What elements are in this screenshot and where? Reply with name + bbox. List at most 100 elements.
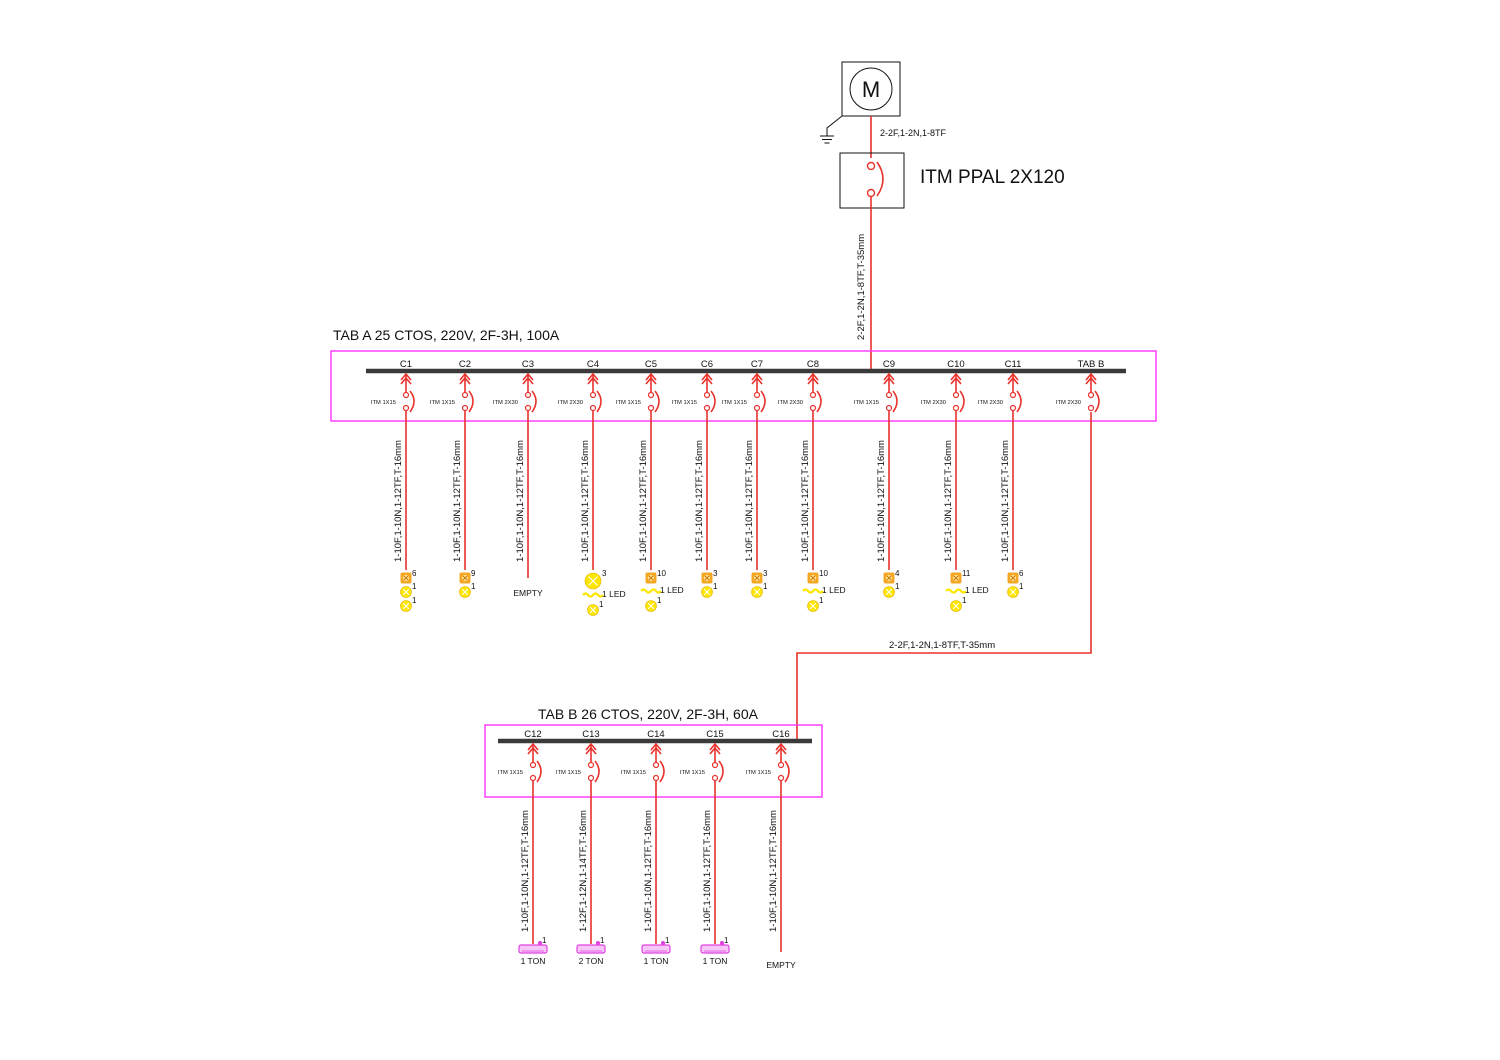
breaker-rating: ITM 1X15 xyxy=(680,770,705,776)
load-quantity: 1 LED xyxy=(822,585,846,595)
breaker-contact-top xyxy=(524,391,532,399)
main-breaker-contact-top xyxy=(866,161,876,171)
load-quantity: 1 xyxy=(600,936,605,945)
load-quantity: 1 xyxy=(819,596,824,605)
main-breaker-contact-bottom xyxy=(866,188,876,198)
breaker-arc xyxy=(468,390,474,413)
breaker-rating: ITM 1X15 xyxy=(430,400,455,406)
circuit-id: C10 xyxy=(947,359,964,370)
breaker-rating: ITM 1X15 xyxy=(746,770,771,776)
breaker-contact-bottom xyxy=(885,404,893,412)
circuit-cable-label: 1-10F,1-10N,1-12TF,T-16mm xyxy=(876,440,887,562)
circuit-id: C9 xyxy=(883,359,895,370)
breaker-rating: ITM 2X30 xyxy=(778,400,803,406)
breaker-contact-top xyxy=(753,391,761,399)
breaker-rating: ITM 2X30 xyxy=(1056,400,1081,406)
circuit-id: C5 xyxy=(645,359,657,370)
breaker-rating: ITM 1X15 xyxy=(854,400,879,406)
ceiling-lamp-cross xyxy=(648,575,654,581)
circuit-cable-label: 1-10F,1-10N,1-12TF,T-16mm xyxy=(943,440,954,562)
load-quantity: 1 xyxy=(542,936,547,945)
breaker-rating: ITM 2X30 xyxy=(558,400,583,406)
light-fixture-icon-cross xyxy=(589,606,597,614)
breaker-contact-top xyxy=(402,391,410,399)
led-strip-icon xyxy=(640,588,662,594)
ground-icon xyxy=(820,115,843,144)
motor-cable-label: 2-2F,1-2N,1-8TF xyxy=(880,128,947,138)
ac-unit-icon xyxy=(576,944,606,954)
load-quantity: 3 xyxy=(602,569,607,578)
circuit-cable-label: 1-10F,1-10N,1-12TF,T-16mm xyxy=(768,810,779,932)
breaker-rating: ITM 1X15 xyxy=(722,400,747,406)
circuit-cable-label: 1-10F,1-10N,1-12TF,T-16mm xyxy=(520,810,531,932)
breaker-contact-bottom xyxy=(1087,404,1095,412)
ceiling-lamp-cross xyxy=(1010,575,1016,581)
breaker-arc xyxy=(659,760,665,783)
load-quantity: 10 xyxy=(657,569,666,578)
circuit-cable-label: 1-10F,1-10N,1-12TF,T-16mm xyxy=(580,440,591,562)
load-quantity: 6 xyxy=(1019,569,1024,578)
ceiling-lamp-cross xyxy=(704,575,710,581)
motor-icon xyxy=(849,67,893,111)
ceiling-lamp-cross xyxy=(403,575,409,581)
load-quantity: 1 xyxy=(895,582,900,591)
load-quantity: 1 xyxy=(412,582,417,591)
breaker-contact-bottom xyxy=(703,404,711,412)
ceiling-lamp-cross xyxy=(754,575,760,581)
circuit-id: C13 xyxy=(582,729,599,740)
light-fixture-icon-cross xyxy=(402,602,410,610)
breaker-contact-bottom xyxy=(587,774,595,782)
circuit-cable-label: 1-10F,1-10N,1-12TF,T-16mm xyxy=(694,440,705,562)
breaker-contact-bottom xyxy=(753,404,761,412)
circuit-id: C3 xyxy=(522,359,534,370)
load-quantity: 9 xyxy=(471,569,476,578)
breaker-arc xyxy=(536,760,542,783)
breaker-contact-top xyxy=(589,391,597,399)
circuit-id: C6 xyxy=(701,359,713,370)
breaker-rating: ITM 1X15 xyxy=(371,400,396,406)
circuit-id: C15 xyxy=(706,729,723,740)
load-quantity: 1 xyxy=(724,936,729,945)
ceiling-lamp-cross xyxy=(462,575,468,581)
ceiling-lamp-cross xyxy=(810,575,816,581)
panel-a-title: TAB A 25 CTOS, 220V, 2F-3H, 100A xyxy=(333,327,560,343)
breaker-arc xyxy=(409,390,415,413)
circuit-id: C16 xyxy=(772,729,789,740)
breaker-arc xyxy=(760,390,766,413)
breaker-contact-top xyxy=(1009,391,1017,399)
light-fixture-icon-cross xyxy=(647,602,655,610)
breaker-arc xyxy=(959,390,965,413)
breaker-rating: ITM 1X15 xyxy=(556,770,581,776)
ac-capacity-label: 1 TON xyxy=(703,956,728,966)
load-quantity: 1 xyxy=(665,936,670,945)
main-breaker: ITM PPAL 2X120 xyxy=(839,152,1065,209)
main-breaker-box xyxy=(839,152,905,209)
breaker-arc xyxy=(596,390,602,413)
feeder-b-line xyxy=(796,412,1092,741)
load-quantity: 1 LED xyxy=(602,589,626,599)
breaker-contact-bottom xyxy=(461,404,469,412)
light-fixture-icon-cross xyxy=(1009,588,1017,596)
breaker-contact-bottom xyxy=(589,404,597,412)
light-fixture-icon-cross xyxy=(703,588,711,596)
breaker-contact-top xyxy=(952,391,960,399)
load-quantity: 1 xyxy=(962,596,967,605)
ac-unit-dot xyxy=(538,941,542,945)
breaker-contact-top xyxy=(809,391,817,399)
breaker-arc xyxy=(718,760,724,783)
breaker-rating: ITM 1X15 xyxy=(616,400,641,406)
breaker-arc xyxy=(784,760,790,783)
circuit-id: C11 xyxy=(1005,359,1022,370)
light-fixture-icon-cross xyxy=(885,588,893,596)
ac-capacity-label: 1 TON xyxy=(521,956,546,966)
ceiling-lamp-cross xyxy=(886,575,892,581)
breaker-contact-top xyxy=(647,391,655,399)
breaker-contact-top xyxy=(711,761,719,769)
